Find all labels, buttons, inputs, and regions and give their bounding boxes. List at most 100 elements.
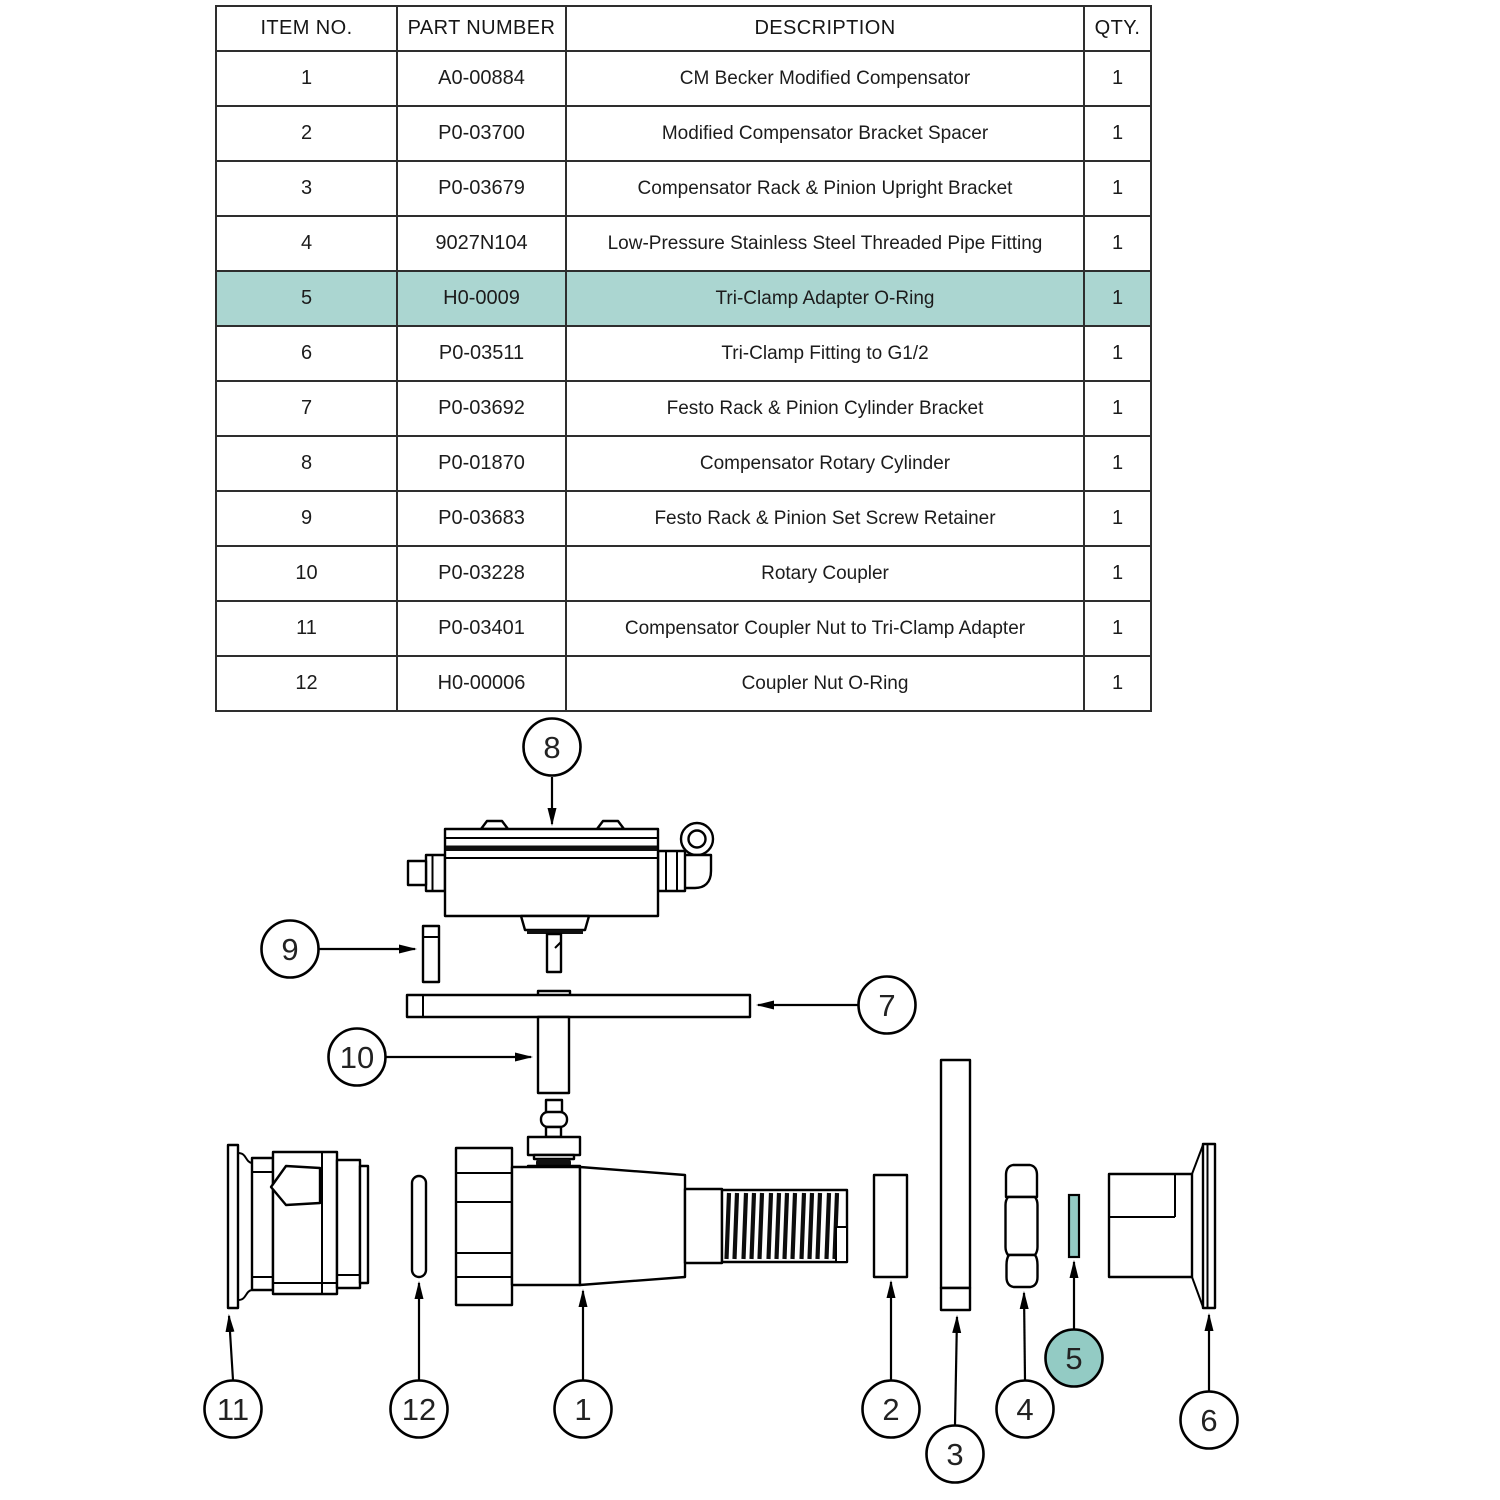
col-header-qty: QTY.: [1083, 5, 1152, 52]
balloon-label-3: 3: [946, 1437, 963, 1472]
description-cell: Rotary Coupler: [565, 545, 1085, 602]
balloon-1[interactable]: [553, 1379, 613, 1439]
balloon-6[interactable]: [1179, 1390, 1239, 1450]
balloon-label-10: 10: [340, 1040, 374, 1075]
part-number-cell: P0-03700: [396, 105, 567, 162]
qty-cell: 1: [1083, 160, 1152, 217]
description-cell: Compensator Rotary Cylinder: [565, 435, 1085, 492]
item-no-cell: 7: [215, 380, 398, 437]
balloon-label-1: 1: [574, 1392, 591, 1427]
qty-cell: 1: [1083, 490, 1152, 547]
part-rotary-cylinder: [406, 819, 715, 974]
part-pipe-fitting-hex: [1004, 1163, 1039, 1289]
part-number-cell: H0-0009: [396, 270, 567, 327]
part-set-screw-retainer: [421, 924, 441, 984]
balloon-7[interactable]: [857, 975, 917, 1035]
bom-table-header: ITEM NO. PART NUMBER DESCRIPTION QTY.: [215, 5, 1152, 52]
balloon-5[interactable]: [1044, 1328, 1104, 1388]
description-cell: Compensator Coupler Nut to Tri-Clamp Ada…: [565, 600, 1085, 657]
qty-cell: 1: [1083, 545, 1152, 602]
balloon-4[interactable]: [995, 1379, 1055, 1439]
qty-cell: 1: [1083, 50, 1152, 107]
balloon-label-6: 6: [1200, 1403, 1217, 1438]
qty-cell: 1: [1083, 600, 1152, 657]
qty-cell: 1: [1083, 325, 1152, 382]
balloon-2[interactable]: [861, 1379, 921, 1439]
description-cell: Low-Pressure Stainless Steel Threaded Pi…: [565, 215, 1085, 272]
part-rotary-coupler: [536, 1015, 571, 1095]
balloon-12[interactable]: [389, 1379, 449, 1439]
item-no-cell: 8: [215, 435, 398, 492]
balloon-label-4: 4: [1016, 1392, 1033, 1427]
balloon-label-2: 2: [882, 1392, 899, 1427]
coupler-knurled-nut: [454, 1146, 514, 1307]
balloon-10[interactable]: [327, 1027, 387, 1087]
item-no-cell: 5: [215, 270, 398, 327]
leader-line-3: [952, 1315, 962, 1426]
leader-line-11: [225, 1314, 235, 1381]
part-upright-bracket: [939, 1058, 972, 1312]
balloon-8[interactable]: [522, 717, 582, 777]
qty-cell: 1: [1083, 105, 1152, 162]
qty-cell: 1: [1083, 435, 1152, 492]
balloon-11[interactable]: [203, 1379, 263, 1439]
balloon-label-5: 5: [1065, 1341, 1082, 1376]
description-cell: Coupler Nut O-Ring: [565, 655, 1085, 712]
part-number-cell: P0-03401: [396, 600, 567, 657]
part-number-cell: 9027N104: [396, 215, 567, 272]
part-number-cell: P0-03683: [396, 490, 567, 547]
col-header-part-number: PART NUMBER: [396, 5, 567, 52]
balloon-label-9: 9: [281, 932, 298, 967]
qty-cell: 1: [1083, 215, 1152, 272]
part-number-cell: P0-03511: [396, 325, 567, 382]
part-number-cell: P0-03228: [396, 545, 567, 602]
part-number-cell: P0-03679: [396, 160, 567, 217]
item-no-cell: 12: [215, 655, 398, 712]
description-cell: Compensator Rack & Pinion Upright Bracke…: [565, 160, 1085, 217]
part-number-cell: A0-00884: [396, 50, 567, 107]
item-no-cell: 10: [215, 545, 398, 602]
description-cell: CM Becker Modified Compensator: [565, 50, 1085, 107]
part-number-cell: P0-03692: [396, 380, 567, 437]
balloon-label-7: 7: [878, 988, 895, 1023]
part-bracket-spacer: [872, 1173, 909, 1279]
description-cell: Tri-Clamp Fitting to G1/2: [565, 325, 1085, 382]
item-no-cell: 4: [215, 215, 398, 272]
balloon-label-12: 12: [402, 1392, 436, 1427]
col-header-item-no: ITEM NO.: [215, 5, 398, 52]
col-header-description: DESCRIPTION: [565, 5, 1085, 52]
qty-cell: 1: [1083, 380, 1152, 437]
item-no-cell: 2: [215, 105, 398, 162]
item-no-cell: 3: [215, 160, 398, 217]
balloon-9[interactable]: [260, 919, 320, 979]
balloon-label-8: 8: [543, 730, 560, 765]
description-cell: Modified Compensator Bracket Spacer: [565, 105, 1085, 162]
description-cell: Festo Rack & Pinion Set Screw Retainer: [565, 490, 1085, 547]
qty-cell: 1: [1083, 655, 1152, 712]
item-no-cell: 6: [215, 325, 398, 382]
part-cylinder-bracket: [405, 989, 752, 1019]
leader-line-4: [1019, 1291, 1029, 1381]
qty-cell: 1: [1083, 270, 1152, 327]
balloon-3[interactable]: [925, 1424, 985, 1484]
description-cell: Tri-Clamp Adapter O-Ring: [565, 270, 1085, 327]
item-no-cell: 9: [215, 490, 398, 547]
item-no-cell: 1: [215, 50, 398, 107]
part-number-cell: P0-01870: [396, 435, 567, 492]
part-compensator-body: [454, 1098, 849, 1307]
